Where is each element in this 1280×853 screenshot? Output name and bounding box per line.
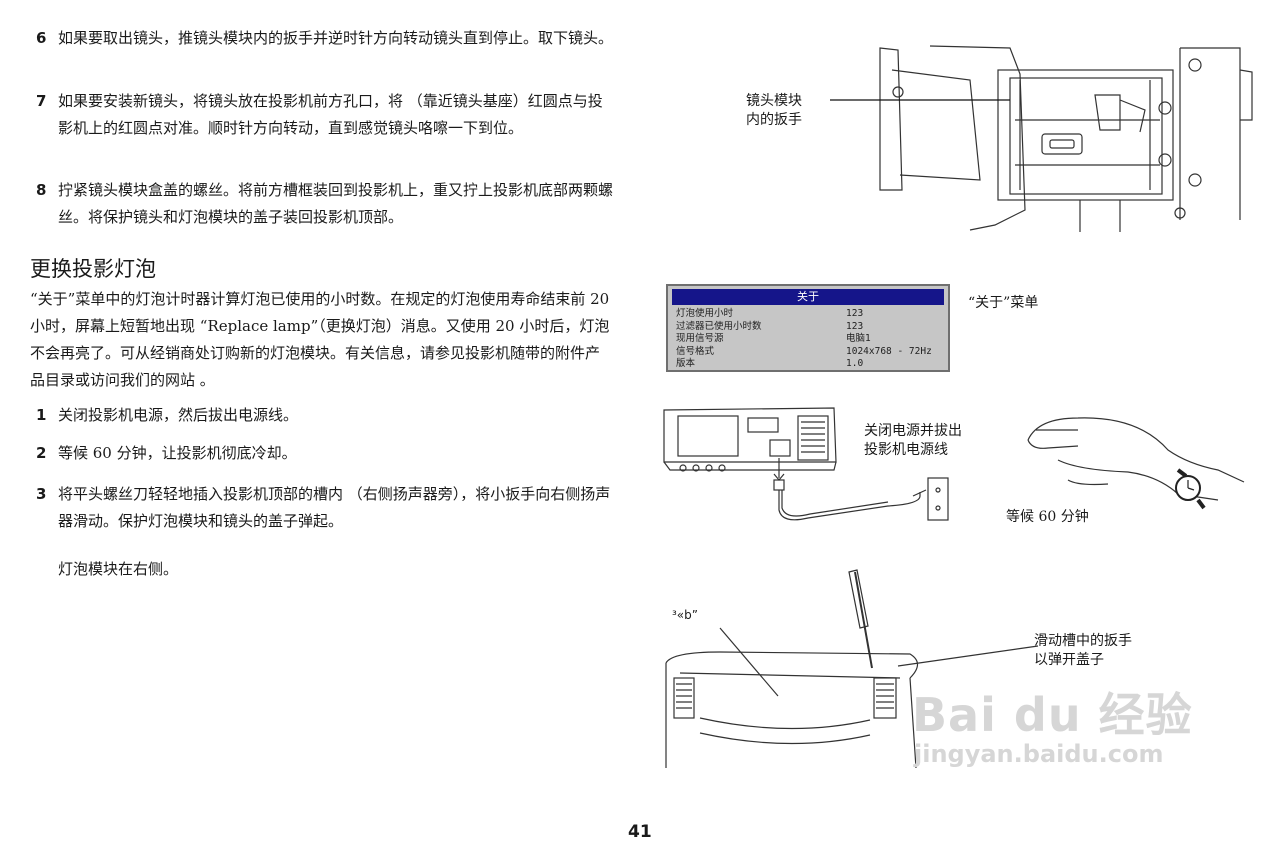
about-menu-row: 灯泡使用小时 123: [676, 308, 938, 321]
about-menu-row: 现用信号源 电脑1: [676, 333, 938, 346]
row-key: 灯泡使用小时: [676, 308, 734, 319]
row-value: 1024x768 - 72Hz: [846, 345, 932, 357]
step-1: 1 关闭投影机电源，然后拔出电源线。: [36, 402, 616, 429]
wristwatch-hand-illustration: [1027, 417, 1245, 510]
step-text: 关闭投影机电源，然后拔出电源线。: [58, 406, 299, 424]
wait-label: 等候 60 分钟: [1006, 509, 1089, 525]
about-menu-row: 过滤器已使用小时数 123: [676, 321, 938, 334]
step-number: 6: [36, 29, 47, 47]
step-6: 6 如果要取出镜头，推镜头模块内的扳手并逆时针方向转动镜头直到停止。取下镜头。: [36, 25, 616, 52]
about-menu-panel: 关于 灯泡使用小时 123 过滤器已使用小时数 123 现用信号源 电脑1 信号格式 1…: [666, 284, 950, 372]
label-line: 投影机电源线: [864, 442, 948, 458]
step-text: 拧紧镜头模块盒盖的螺丝。将前方槽框装回到投影机上，重又拧上投影机底部两颗螺丝。将…: [58, 181, 614, 226]
step-number: 3: [36, 485, 47, 503]
step-text: 如果要取出镜头，推镜头模块内的扳手并逆时针方向转动镜头直到停止。取下镜头。: [58, 29, 614, 47]
about-menu-row: 版本 1.0: [676, 358, 938, 371]
row-key: 现用信号源: [676, 333, 724, 344]
step-number: 8: [36, 181, 47, 199]
row-key: 信号格式: [676, 345, 715, 357]
projector-top-screwdriver-illustration: [665, 569, 1039, 769]
step-7: 7 如果要安装新镜头，将镜头放在投影机前方孔口，将 （靠近镜头基座）红圆点与投影…: [36, 88, 616, 142]
section-paragraph: “关于”菜单中的灯泡计时器计算灯泡已使用的小时数。在规定的灯泡使用寿命结束前 2…: [30, 290, 610, 389]
row-key: 版本: [676, 358, 696, 369]
watch-face: [1175, 468, 1206, 510]
step-8: 8 拧紧镜头模块盒盖的螺丝。将前方槽框装回到投影机上，重又拧上投影机底部两颗螺丝…: [36, 177, 616, 231]
row-value: 123: [846, 320, 864, 332]
step-number: 7: [36, 92, 47, 110]
section-heading: 更换投影灯泡: [30, 257, 156, 281]
lamp-note: 灯泡模块在右侧。: [58, 560, 179, 578]
label-line: 镜头模块: [746, 93, 802, 109]
row-value: 1.0: [846, 358, 864, 369]
lens-module-illustration: [830, 45, 1253, 232]
garbled-label: ³«b”: [672, 608, 698, 622]
about-menu-row: 信号格式 1024x768 - 72Hz: [676, 346, 938, 359]
watermark-brand: Bai du 经验: [912, 688, 1193, 742]
step-text: 如果要安装新镜头，将镜头放在投影机前方孔口，将 （靠近镜头基座）红圆点与投影机上…: [58, 92, 603, 137]
label-line: 以弹开盖子: [1034, 652, 1104, 668]
slot-wrench-label: 滑动槽中的扳手 以弹开盖子: [1034, 632, 1132, 670]
projector-power-illustration: [663, 407, 949, 521]
about-menu-title: 关于: [672, 289, 944, 305]
step-text: 等候 60 分钟，让投影机彻底冷却。: [58, 444, 297, 462]
menu-caption: “关于”菜单: [968, 295, 1039, 311]
step-number: 1: [36, 406, 47, 424]
step-text: 将平头螺丝刀轻轻地插入投影机顶部的槽内 （右侧扬声器旁），将小扳手向右侧扬声器滑…: [58, 485, 611, 530]
page-number: 41: [628, 822, 652, 842]
row-key: 过滤器已使用小时数: [676, 320, 762, 332]
watermark-url: jingyan.baidu.com: [914, 740, 1164, 768]
about-menu-rows: 灯泡使用小时 123 过滤器已使用小时数 123 现用信号源 电脑1 信号格式 1024…: [676, 308, 938, 371]
label-line: 滑动槽中的扳手: [1034, 633, 1132, 649]
row-value: 电脑1: [846, 333, 871, 344]
label-line: 关闭电源并拔出: [864, 423, 962, 439]
lens-wrench-label: 镜头模块 内的扳手: [746, 92, 802, 130]
label-line: 内的扳手: [746, 112, 802, 128]
step-number: 2: [36, 444, 47, 462]
power-cord-label: 关闭电源并拔出 投影机电源线: [864, 422, 962, 460]
row-value: 123: [846, 308, 864, 319]
step-2: 2 等候 60 分钟，让投影机彻底冷却。: [36, 440, 616, 467]
step-3: 3 将平头螺丝刀轻轻地插入投影机顶部的槽内 （右侧扬声器旁），将小扳手向右侧扬声…: [36, 481, 616, 535]
baidu-watermark: Bai du 经验 jingyan.baidu.com: [912, 690, 1193, 768]
